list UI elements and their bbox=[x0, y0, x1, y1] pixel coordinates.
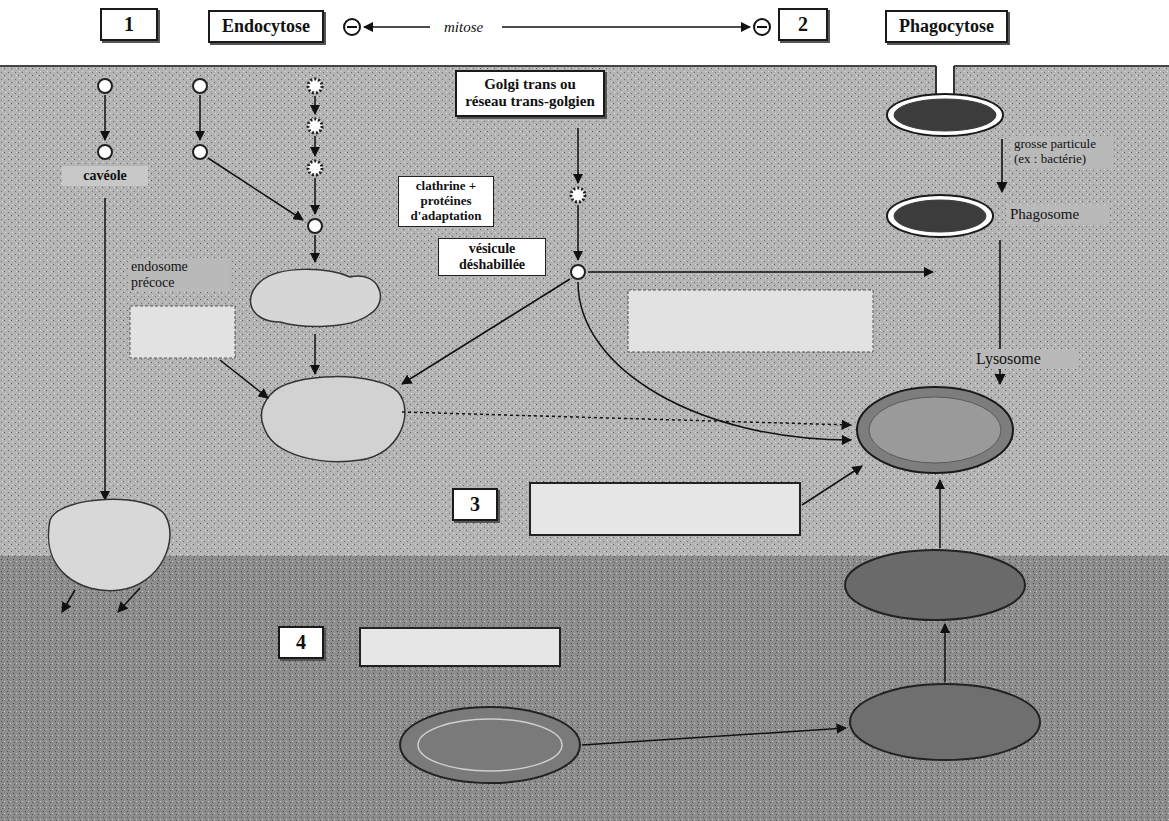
vesicle bbox=[193, 145, 207, 159]
late-endosome bbox=[261, 377, 405, 462]
pathway-arrow bbox=[104, 95, 106, 140]
lysosome-content bbox=[869, 397, 1001, 463]
bacterium-vesicle: grosse particule (ex : bactérie) bbox=[885, 92, 1119, 138]
process-title: Endocytose bbox=[208, 10, 324, 43]
pathway-arrow bbox=[402, 412, 851, 425]
node-text: 4 bbox=[296, 631, 306, 654]
process-title: Phagocytose bbox=[885, 10, 1008, 43]
early-endosome-membrane bbox=[250, 269, 380, 326]
caveola bbox=[98, 145, 112, 159]
cytoplasm bbox=[0, 66, 1169, 556]
pathway-arrow bbox=[939, 480, 941, 548]
node-label: Phagosome bbox=[1007, 205, 1109, 224]
structure-label: cavéole bbox=[62, 166, 148, 186]
phagosome-membrane bbox=[887, 195, 993, 237]
pathway-arrow bbox=[588, 271, 933, 273]
lysosome: Lysosome bbox=[855, 385, 1085, 475]
node-label: endosome précoce bbox=[128, 258, 230, 292]
pathway-arrow bbox=[118, 588, 140, 612]
inhibition-symbol bbox=[754, 19, 770, 35]
pathway-arrow bbox=[314, 235, 316, 262]
pathway-arrow bbox=[104, 198, 106, 500]
pathway-arrow bbox=[402, 279, 570, 384]
pathway-arrow bbox=[802, 466, 862, 505]
lysosome-membrane bbox=[857, 387, 1013, 473]
pathway-arrow bbox=[577, 205, 579, 260]
node-text: 2 bbox=[798, 13, 808, 36]
organelle bbox=[400, 707, 580, 783]
phagosome-outline bbox=[885, 193, 995, 239]
pathway-arrow bbox=[208, 158, 303, 220]
pathway-connector bbox=[1001, 139, 1003, 192]
pathway-arrow bbox=[62, 590, 75, 612]
note-box bbox=[628, 290, 873, 352]
organelle-box: Golgi trans ou réseau trans-golgien bbox=[455, 70, 605, 117]
uncoated-vesicle bbox=[571, 265, 585, 279]
pathway-arrow bbox=[314, 96, 316, 114]
panel-box bbox=[360, 628, 560, 666]
mitose-arrow bbox=[364, 26, 430, 28]
inhibition-symbol bbox=[344, 19, 360, 35]
process-label: mitose bbox=[440, 17, 487, 38]
pathway-arrow bbox=[582, 728, 846, 745]
callout-box: vésicule déshabillée bbox=[438, 238, 546, 276]
plasma-membrane bbox=[0, 65, 1169, 67]
caveosome bbox=[48, 499, 170, 590]
inhibition-symbol bbox=[757, 26, 767, 28]
bacterium-vesicle-content bbox=[894, 99, 996, 131]
node-label: grosse particule (ex : bactérie) bbox=[1011, 136, 1113, 168]
uncoated-vesicle bbox=[308, 219, 322, 233]
pathway-arrow bbox=[944, 624, 946, 682]
autophagosome bbox=[845, 550, 1025, 620]
autophagosome bbox=[850, 684, 1040, 760]
step-number: 1 bbox=[100, 8, 158, 41]
pathway-arrow bbox=[314, 178, 316, 214]
membrane-neck bbox=[936, 64, 954, 96]
inhibition-symbol bbox=[347, 26, 357, 28]
coated-vesicle bbox=[308, 79, 322, 93]
caveola bbox=[98, 79, 112, 93]
phagosome: Phagosome bbox=[885, 193, 1115, 239]
phagosome-content bbox=[894, 200, 986, 232]
step-number: 4 bbox=[278, 626, 324, 659]
step-number: 3 bbox=[452, 488, 498, 521]
node-text: Endocytose bbox=[222, 16, 310, 37]
pathway-arrow bbox=[199, 95, 201, 140]
node-text: 3 bbox=[470, 493, 480, 516]
bacterium-vesicle-membrane bbox=[887, 94, 1003, 136]
coated-vesicle bbox=[308, 161, 322, 175]
pathway-arrow bbox=[314, 136, 316, 156]
pathway-arrow bbox=[220, 360, 268, 398]
early-endosome-outline bbox=[240, 262, 390, 332]
lysosome-outline bbox=[855, 385, 1015, 475]
coated-vesicle bbox=[571, 188, 585, 202]
node-text: Phagocytose bbox=[899, 16, 994, 37]
pathway-arrow bbox=[577, 128, 579, 183]
step-number: 2 bbox=[778, 8, 828, 41]
membrane-neck bbox=[953, 66, 955, 95]
panel-box bbox=[530, 483, 800, 535]
organelle-membrane bbox=[418, 719, 562, 771]
coated-vesicle bbox=[308, 119, 322, 133]
callout-box: clathrine + protéines d'adaptation bbox=[398, 176, 494, 227]
node-text: Golgi trans ou réseau trans-golgien bbox=[465, 76, 595, 111]
membrane-neck bbox=[935, 66, 937, 95]
bacterium-vesicle-outline bbox=[885, 92, 1005, 138]
early-endosome: endosome précoce bbox=[240, 262, 390, 332]
node-text: 1 bbox=[124, 13, 134, 36]
vesicle bbox=[193, 79, 207, 93]
mitose-arrow bbox=[502, 26, 750, 28]
note-box bbox=[130, 306, 235, 358]
node-label: Lysosome bbox=[973, 349, 1079, 369]
pathway-arrow bbox=[314, 334, 316, 374]
